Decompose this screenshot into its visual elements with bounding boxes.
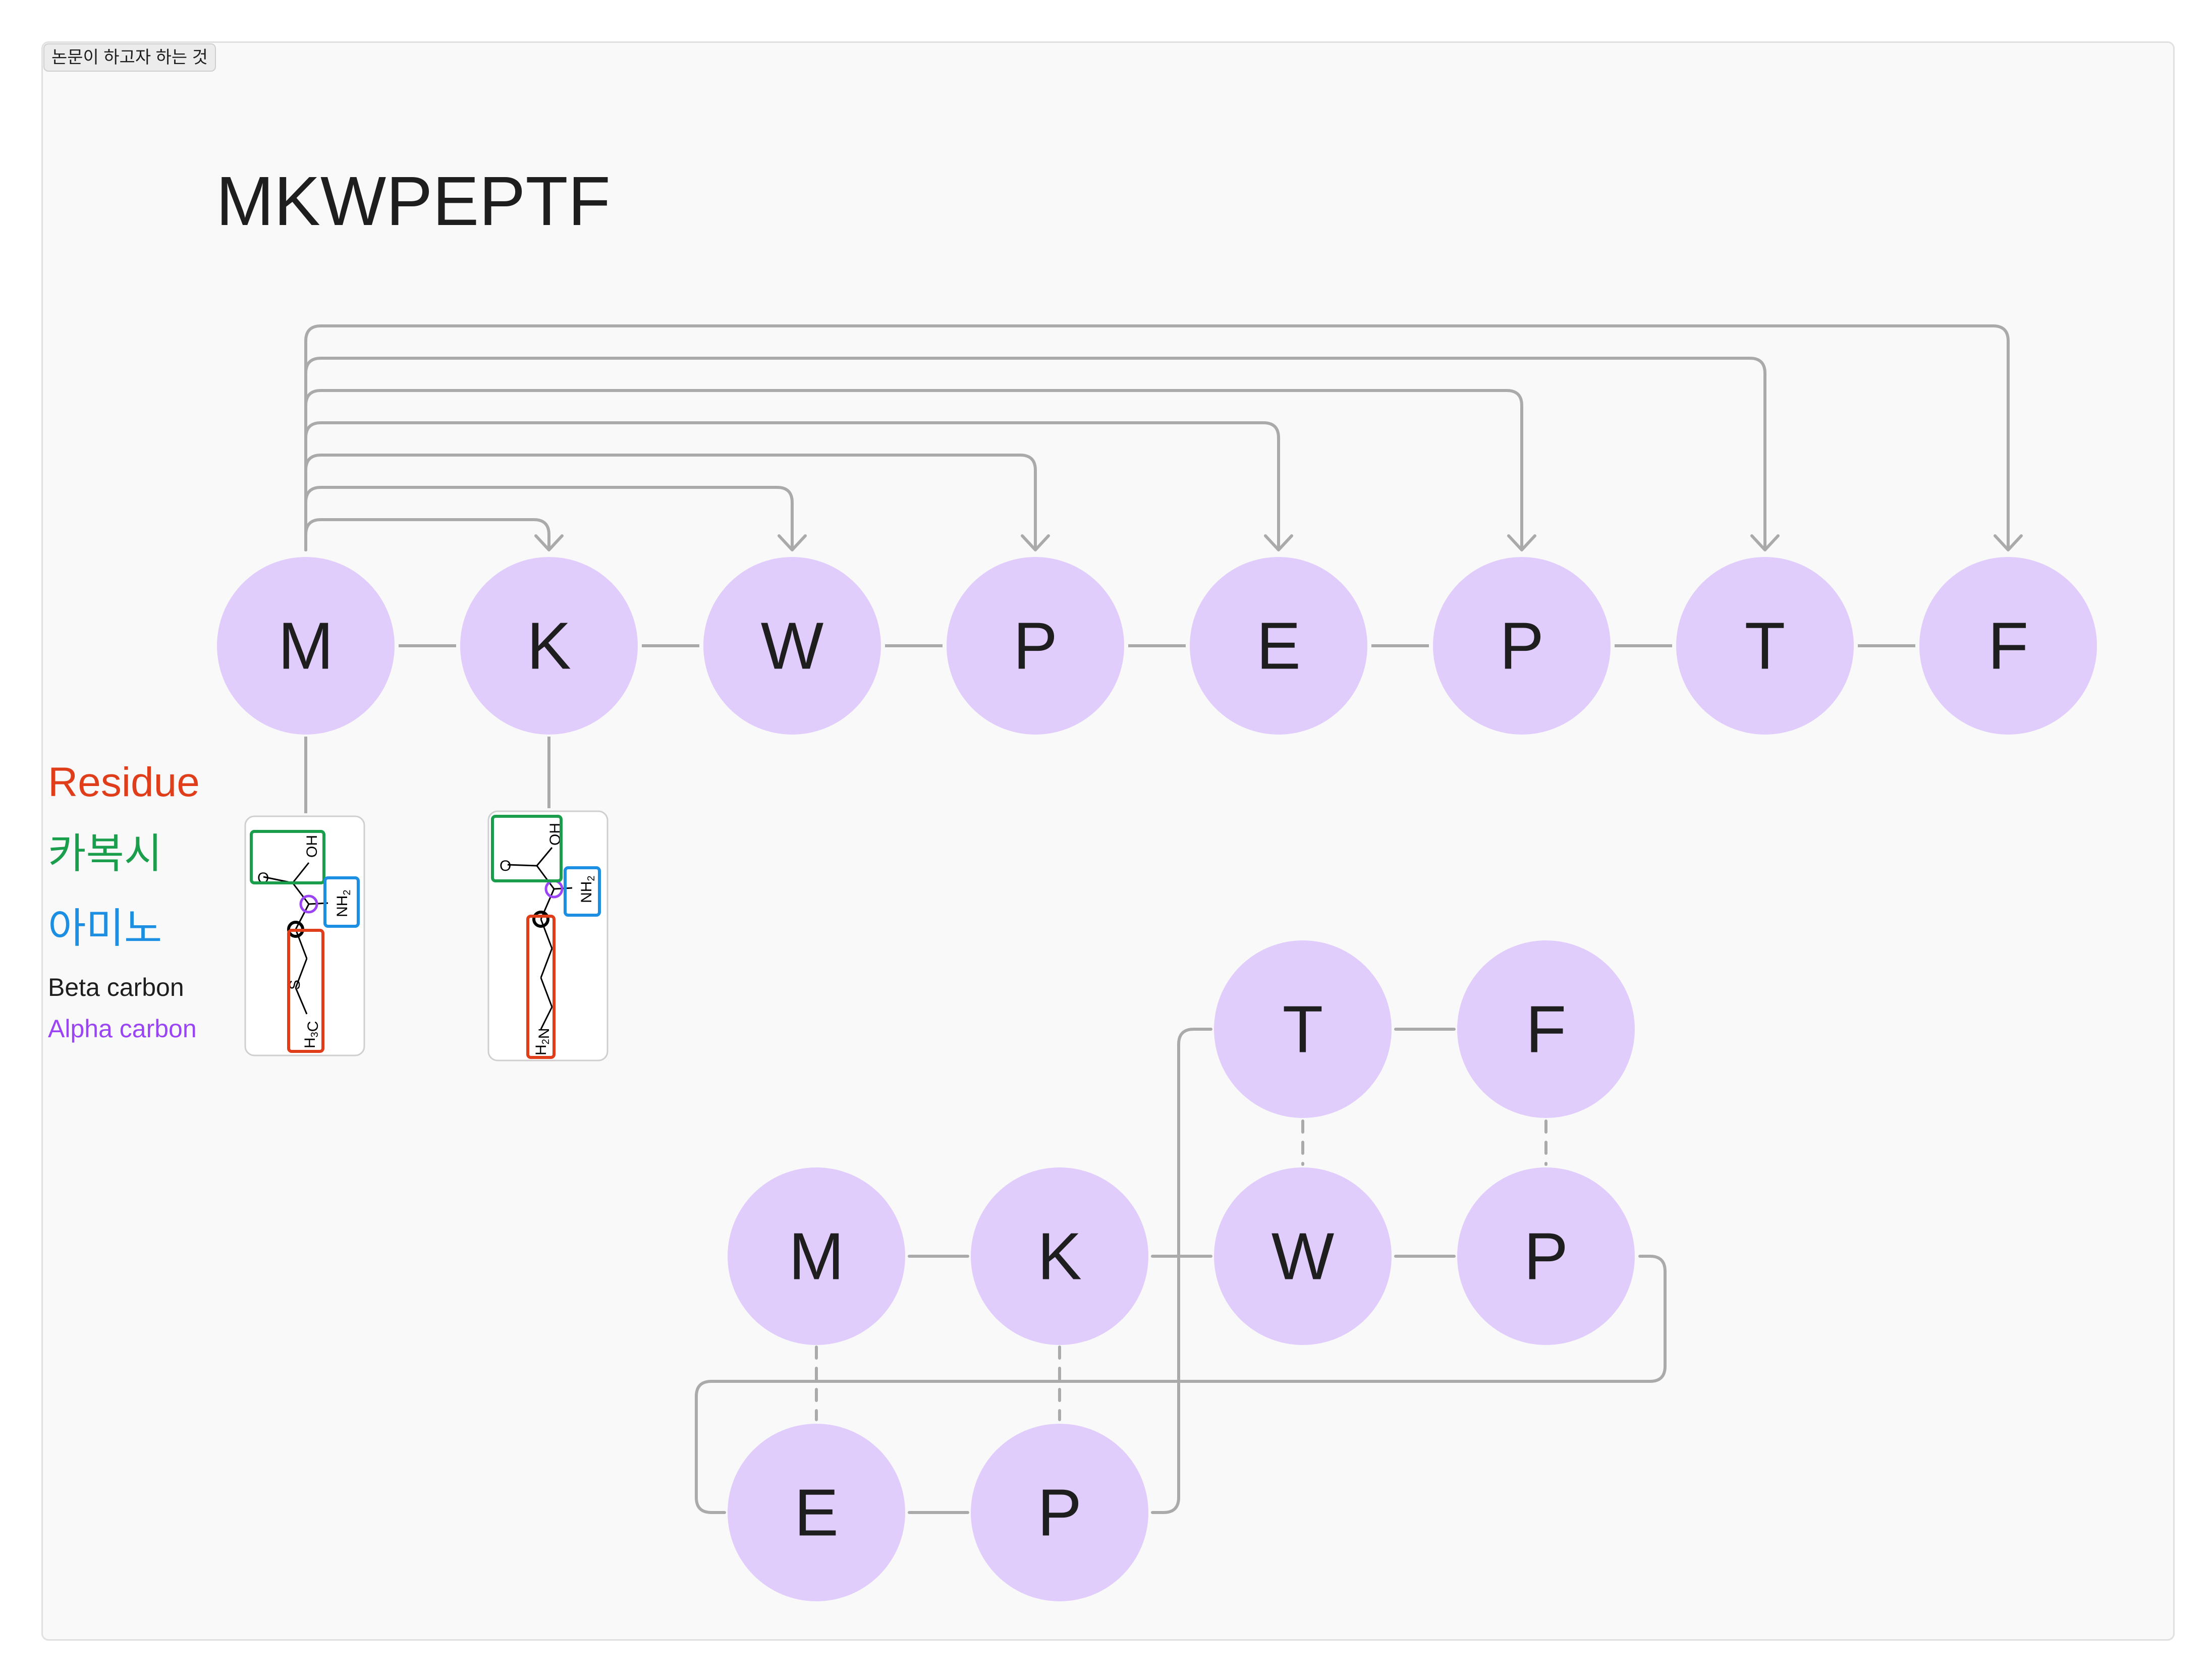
folded-node-k[interactable]: K: [971, 1167, 1148, 1345]
node-label: F: [1526, 992, 1567, 1067]
node-label: F: [1988, 609, 2029, 683]
methionine-s-label: S: [287, 980, 303, 990]
legend-carboxyl: 카복시: [48, 831, 162, 877]
node-p1[interactable]: P: [947, 557, 1124, 735]
node-label: W: [761, 609, 824, 683]
methionine-oh-label: OH: [304, 835, 320, 858]
node-p2[interactable]: P: [1433, 557, 1611, 735]
legend-amino: 아미노: [48, 906, 162, 952]
frame-container: [41, 41, 2175, 1641]
frame-label[interactable]: 논문이 하고자 하는 것: [43, 43, 216, 72]
legend-residue: Residue: [48, 759, 200, 805]
node-label: K: [1037, 1219, 1082, 1294]
node-label: T: [1283, 992, 1323, 1067]
legend-beta-carbon: Beta carbon: [48, 973, 184, 1001]
node-label: P: [1013, 609, 1058, 683]
folded-loop-p1-e: [695, 1255, 1667, 1514]
node-e[interactable]: E: [1190, 557, 1367, 735]
methionine-residue-box: [287, 929, 324, 1053]
node-label: M: [789, 1219, 844, 1294]
arrowhead-p2: [1507, 534, 1536, 551]
methionine-nh2-label: NH2: [334, 890, 353, 917]
node-w[interactable]: W: [703, 557, 881, 735]
arrow-m-to-k: [304, 518, 550, 551]
arrow-m-to-p1: [304, 454, 1037, 551]
arrowhead-t: [1750, 534, 1780, 551]
arrowhead-p1: [1021, 534, 1050, 551]
node-label: K: [527, 609, 571, 683]
folded-node-m[interactable]: M: [728, 1167, 905, 1345]
folded-loop-p2-t: [1151, 1028, 1212, 1514]
sequence-nodes: M K W P E P T F: [217, 557, 2097, 735]
lysine-residue-box: [526, 915, 556, 1059]
methionine-structure-card[interactable]: O OH NH2 S H3C: [244, 815, 365, 1056]
arrowhead-w: [778, 534, 807, 551]
methionine-skeleton: [263, 862, 328, 1015]
node-label: M: [278, 609, 334, 683]
node-label: E: [794, 1476, 839, 1550]
folded-node-e[interactable]: E: [728, 1424, 905, 1601]
sequence-title: MKWPEPTF: [216, 162, 611, 240]
folded-node-w[interactable]: W: [1214, 1167, 1392, 1345]
folded-nodes: T F M K W P E P: [728, 940, 1635, 1601]
node-label: P: [1500, 609, 1544, 683]
folded-node-t[interactable]: T: [1214, 940, 1392, 1118]
folded-node-p1[interactable]: P: [1457, 1167, 1635, 1345]
node-k[interactable]: K: [460, 557, 638, 735]
node-m[interactable]: M: [217, 557, 395, 735]
folded-contacts: [815, 1120, 1547, 1421]
folded-bonds: [695, 1028, 1667, 1514]
methionine-ch3-label: H3C: [302, 1021, 321, 1048]
arrowhead-f: [1994, 534, 2023, 551]
methionine-carboxyl-box: [250, 830, 325, 884]
arrowhead-e: [1264, 534, 1293, 551]
lysine-nh2-side-label: H2N: [533, 1028, 552, 1055]
arrowhead-k: [534, 534, 564, 551]
node-f[interactable]: F: [1919, 557, 2097, 735]
chain-bonds: [304, 644, 1915, 813]
node-label: W: [1271, 1219, 1335, 1294]
node-label: E: [1256, 609, 1301, 683]
node-label: P: [1037, 1476, 1082, 1550]
lysine-carboxyl-box: [491, 815, 563, 882]
arrow-m-to-p2: [304, 389, 1523, 551]
lysine-o-label: O: [500, 858, 511, 874]
node-label: T: [1745, 609, 1786, 683]
node-t[interactable]: T: [1676, 557, 1854, 735]
lysine-structure-card[interactable]: O OH NH2 H2N: [487, 810, 609, 1061]
node-label: P: [1524, 1219, 1568, 1294]
lysine-amino-box: [564, 866, 601, 917]
lysine-nh2-label: NH2: [578, 876, 597, 903]
dependency-arrows: [304, 324, 2023, 551]
arrow-m-to-f: [304, 324, 2010, 551]
folded-node-f[interactable]: F: [1457, 940, 1635, 1118]
legend-alpha-carbon: Alpha carbon: [48, 1015, 197, 1043]
methionine-amino-box: [323, 876, 360, 928]
folded-node-p2[interactable]: P: [971, 1424, 1148, 1601]
lysine-skeleton: [507, 847, 573, 1030]
